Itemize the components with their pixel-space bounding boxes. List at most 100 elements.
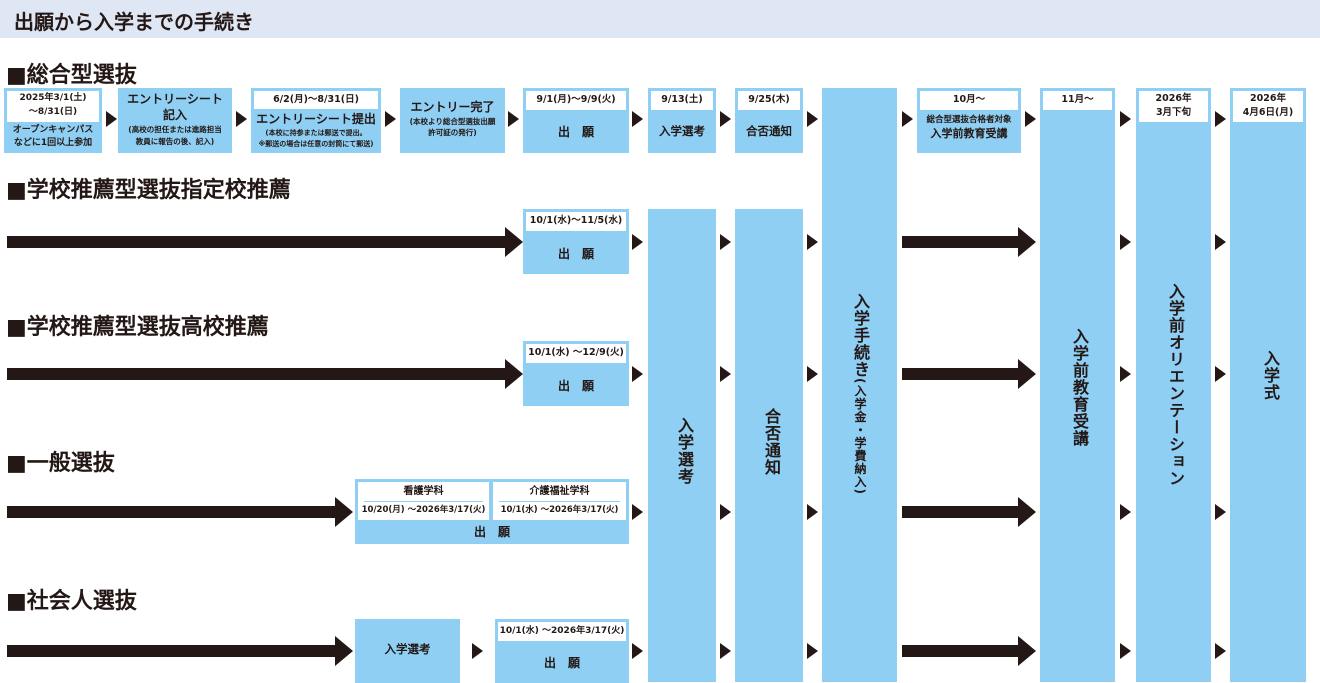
arrow-icon — [632, 234, 643, 250]
enrollment-procedure-label: 入学手続き(入学金・学費納入) — [848, 293, 872, 495]
page-title: 出願から入学までの手続き — [14, 10, 254, 34]
sogo-step4-title: エントリー完了 — [410, 100, 495, 114]
arrow-icon — [1120, 111, 1131, 127]
arrow-head-icon — [335, 636, 353, 666]
sogo-step1-date-box: 2025年3/1(土) ～8/31(日) — [7, 91, 99, 122]
long-arrow — [7, 236, 507, 248]
shakai-application: 10/1(水) ～2026年3/17(火) 出 願 — [495, 619, 629, 683]
sogo-step2-note1: (高校の担任または進路担当 — [128, 125, 222, 134]
exam-column-label: 入学選考 — [675, 417, 694, 485]
sogo-step1-text1: オープンキャンパス — [12, 125, 94, 135]
arrow-head-icon — [1018, 636, 1036, 666]
long-arrow — [7, 645, 337, 657]
arrow-icon — [720, 366, 731, 382]
arrow-icon — [720, 643, 731, 659]
arrow-icon — [807, 111, 818, 127]
shakai-exam-text: 入学選考 — [384, 642, 431, 656]
long-arrow — [902, 506, 1020, 518]
arrow-icon — [1120, 366, 1131, 382]
ippan-application: 看護学科 10/20(月) ～2026年3/17(火) 介護福祉学科 10/1(… — [355, 479, 629, 544]
arrow-icon — [1215, 366, 1226, 382]
arrow-icon — [632, 504, 643, 520]
divider — [499, 501, 620, 502]
sogo-step-entry-sheet-submit: 6/2(月)～8/31(日) エントリーシート提出 (本校に持参または郵送で提出… — [251, 88, 381, 153]
sogo-step-application: 9/1(月)～9/9(火) 出 願 — [523, 88, 629, 153]
long-arrow — [902, 645, 1020, 657]
sogo-step7-date: 9/25(木) — [748, 94, 790, 105]
long-arrow — [7, 506, 337, 518]
section-shakai: ■社会人選抜 — [6, 589, 137, 614]
ippan-dept2-box: 介護福祉学科 10/1(水) ～2026年3/17(火) — [493, 482, 626, 520]
section-sogo: ■総合型選抜 — [6, 63, 137, 88]
divider — [364, 501, 483, 502]
column-enrollment-procedure: 入学手続き(入学金・学費納入) — [822, 88, 897, 682]
shitei-date: 10/1(水)～11/5(水) — [529, 215, 623, 226]
koko-text: 出 願 — [557, 379, 594, 393]
sogo-step1-date2: ～8/31(日) — [28, 107, 78, 117]
arrow-icon — [720, 111, 731, 127]
arrow-icon — [807, 366, 818, 382]
sogo-step3-note2: ※郵送の場合は任意の封筒にて郵送) — [258, 140, 374, 148]
arrow-head-icon — [505, 227, 523, 257]
sogo-step6-date: 9/13(土) — [661, 94, 703, 105]
sogo-step5-date-box: 9/1(月)～9/9(火) — [526, 91, 626, 110]
shakai-date: 10/1(水) ～2026年3/17(火) — [499, 626, 625, 636]
shitei-date-box: 10/1(水)～11/5(水) — [526, 212, 626, 231]
section-shitei: ■学校推薦型選抜指定校推薦 — [6, 178, 291, 203]
arrow-icon — [1120, 643, 1131, 659]
arrow-icon — [720, 234, 731, 250]
arrow-icon — [106, 111, 117, 127]
header-bar — [0, 0, 1320, 38]
koko-date: 10/1(水) ～12/9(火) — [528, 347, 624, 358]
enrollment-procedure-note: (入学金・学費納入) — [853, 378, 867, 495]
shitei-application: 10/1(水)～11/5(水) 出 願 — [523, 209, 629, 274]
arrow-icon — [632, 643, 643, 659]
sogo-step2-title1: エントリーシート — [127, 92, 223, 106]
koko-date-box: 10/1(水) ～12/9(火) — [526, 344, 626, 363]
ippan-dept1-box: 看護学科 10/20(月) ～2026年3/17(火) — [358, 482, 489, 520]
arrow-icon — [236, 111, 247, 127]
pre-education-date-box: 11月～ — [1043, 91, 1112, 110]
arrow-icon — [632, 366, 643, 382]
sogo-step1-date1: 2025年3/1(土) — [19, 93, 87, 103]
sogo-step2-title2: 記入 — [162, 108, 187, 122]
arrow-head-icon — [1018, 497, 1036, 527]
arrow-icon — [1025, 111, 1036, 127]
arrow-icon — [632, 111, 643, 127]
arrow-head-icon — [505, 359, 523, 389]
sogo-step7-text: 合否通知 — [746, 124, 792, 138]
sogo-step6-text: 入学選考 — [659, 124, 705, 138]
orientation-label: 入学前オリエンテーション — [1166, 283, 1185, 487]
ceremony-date1: 2026年 — [1250, 93, 1286, 104]
ceremony-date-box: 2026年 4月6日(月) — [1233, 91, 1303, 122]
shakai-date-box: 10/1(水) ～2026年3/17(火) — [498, 622, 626, 641]
sogo-step2-note2: 教員に報告の後、記入) — [135, 137, 215, 146]
ippan-dept1: 看護学科 — [403, 486, 444, 497]
arrow-icon — [1215, 111, 1226, 127]
section-koko: ■学校推薦型選抜高校推薦 — [6, 315, 269, 340]
arrow-icon — [807, 234, 818, 250]
sogo-step8-text1: 総合型選抜合格者対象 — [926, 115, 1012, 125]
sogo-step5-date: 9/1(月)～9/9(火) — [536, 94, 616, 105]
sogo-step7-date-box: 9/25(木) — [738, 91, 800, 110]
sogo-step3-note1: (本校に持参または郵送で提出。 — [265, 129, 367, 137]
column-exam: 入学選考 — [648, 209, 716, 682]
long-arrow — [902, 236, 1020, 248]
arrow-icon — [720, 504, 731, 520]
arrow-icon — [472, 643, 483, 659]
arrow-icon — [807, 643, 818, 659]
pre-education-label: 入学前教育受講 — [1070, 328, 1089, 447]
arrow-icon — [1120, 234, 1131, 250]
orientation-date2: 3月下旬 — [1155, 107, 1192, 118]
sogo-step1-text2: などに1回以上参加 — [13, 138, 93, 148]
arrow-icon — [1215, 643, 1226, 659]
ceremony-label: 入学式 — [1261, 350, 1280, 401]
sogo-step4-note2: 許可証の発行) — [428, 128, 477, 137]
sogo-step-open-campus: 2025年3/1(土) ～8/31(日) オープンキャンパス などに1回以上参加 — [4, 88, 102, 153]
pre-education-date: 11月～ — [1061, 94, 1094, 105]
sogo-step4-note1: (本校より総合型選抜出願 — [409, 117, 496, 126]
arrow-icon — [508, 111, 519, 127]
sogo-step8-text2: 入学前教育受講 — [930, 127, 1008, 140]
sogo-step6-date-box: 9/13(土) — [651, 91, 713, 110]
arrow-icon — [807, 504, 818, 520]
